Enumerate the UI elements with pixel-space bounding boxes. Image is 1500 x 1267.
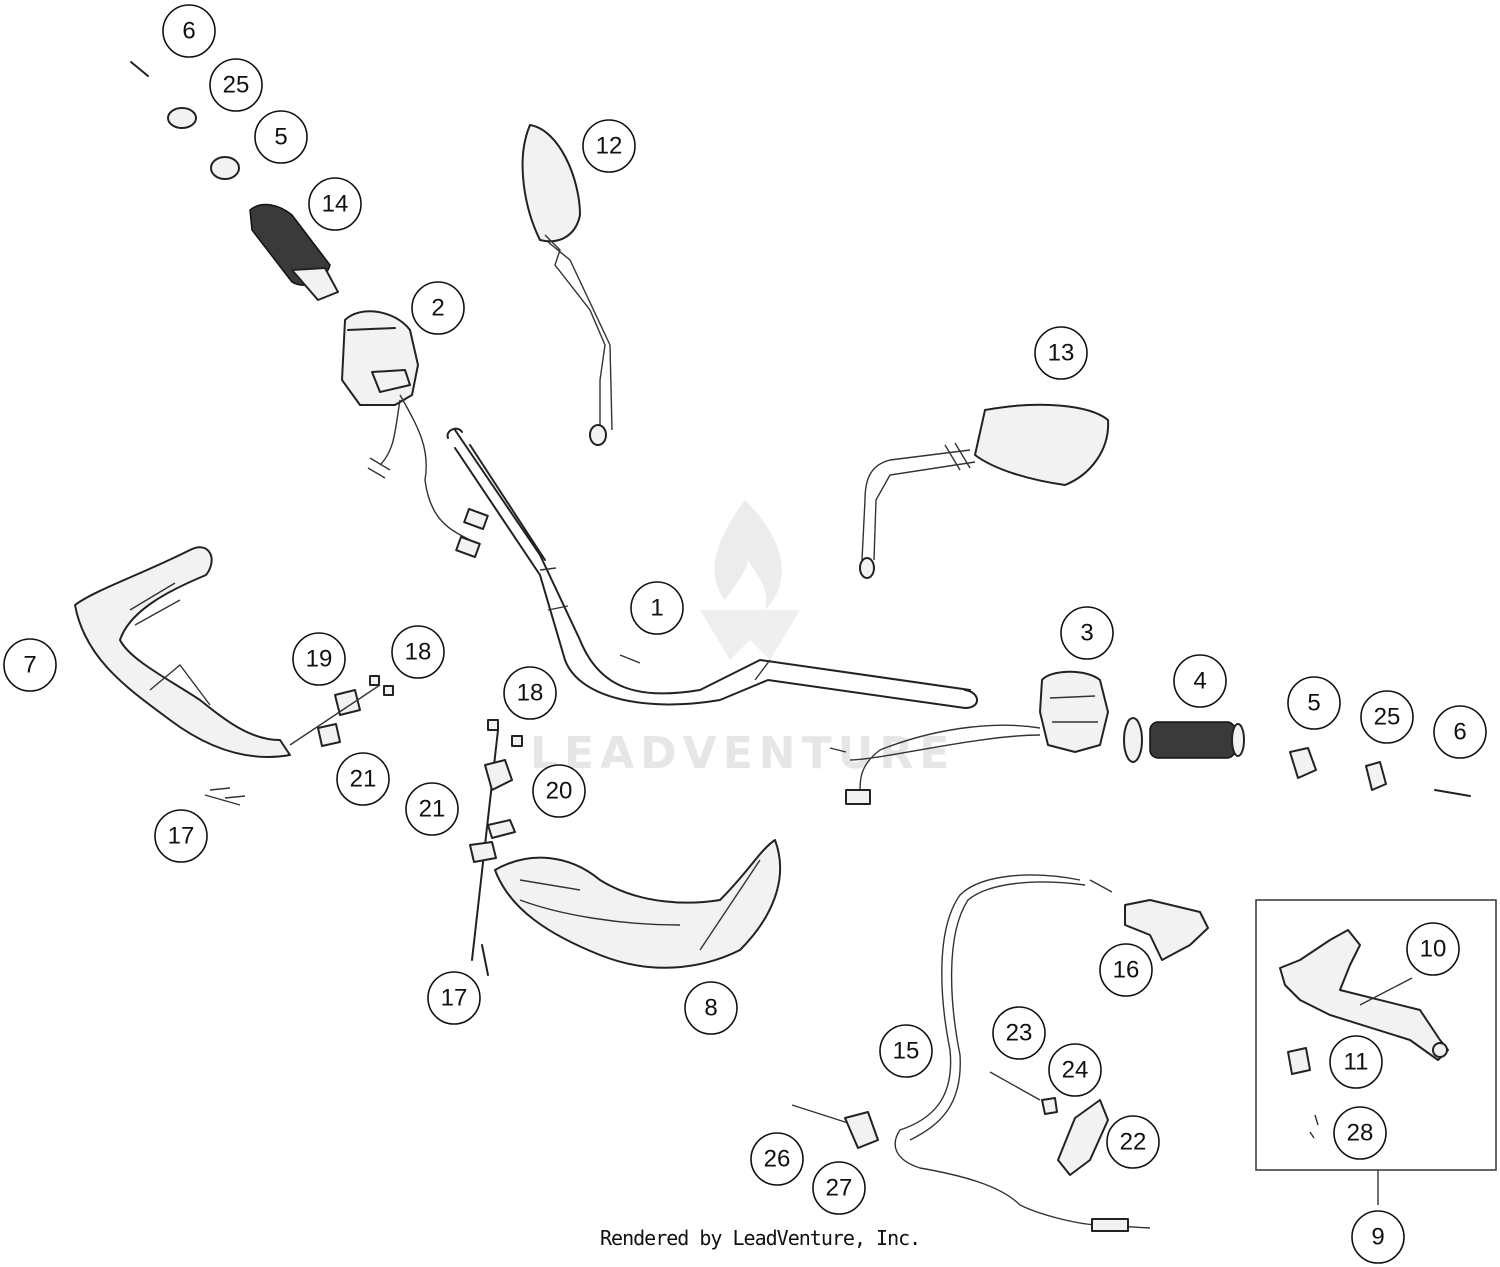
svg-text:17: 17 <box>441 985 468 1012</box>
callout-17-left: 17 <box>154 809 208 863</box>
svg-text:16: 16 <box>1113 957 1140 984</box>
svg-text:25: 25 <box>223 72 250 99</box>
callout-27: 27 <box>812 1161 866 1215</box>
callout-25-left: 25 <box>209 58 263 112</box>
svg-text:1: 1 <box>650 595 663 622</box>
part-16-cover <box>1124 899 1209 961</box>
svg-text:7: 7 <box>23 652 36 679</box>
part-7-left-handguard <box>74 546 291 806</box>
mounting-hardware <box>289 675 523 976</box>
callout-9: 9 <box>1351 1210 1405 1264</box>
part-2-left-switch <box>341 310 489 558</box>
callout-24: 24 <box>1048 1043 1102 1097</box>
callout-19: 19 <box>292 632 346 686</box>
left-bar-end-hardware <box>130 61 339 301</box>
part-3-right-switch <box>829 670 1109 805</box>
svg-text:19: 19 <box>306 646 333 673</box>
callout-6-left: 6 <box>162 4 216 58</box>
right-bar-end-hardware <box>1289 747 1471 797</box>
callout-3: 3 <box>1060 606 1114 660</box>
callout-22: 22 <box>1106 1115 1160 1169</box>
svg-text:13: 13 <box>1048 340 1075 367</box>
callout-26: 26 <box>750 1132 804 1186</box>
svg-text:5: 5 <box>1307 690 1320 717</box>
callout-6-right: 6 <box>1433 705 1487 759</box>
svg-text:21: 21 <box>419 796 446 823</box>
leader-lines <box>1359 977 1413 1006</box>
svg-text:2: 2 <box>431 295 444 322</box>
svg-text:6: 6 <box>182 18 195 45</box>
callout-8: 8 <box>684 981 738 1035</box>
watermark-text: LEADVENTURE <box>530 728 955 779</box>
svg-text:12: 12 <box>596 133 623 160</box>
callout-21-left: 21 <box>336 752 390 806</box>
callout-10: 10 <box>1406 922 1460 976</box>
callout-15: 15 <box>879 1024 933 1078</box>
svg-text:23: 23 <box>1006 1020 1033 1047</box>
callout-16: 16 <box>1099 943 1153 997</box>
svg-text:4: 4 <box>1193 668 1206 695</box>
svg-text:15: 15 <box>893 1038 920 1065</box>
svg-text:6: 6 <box>1453 719 1466 746</box>
part-12-left-mirror <box>521 124 613 446</box>
callout-20: 20 <box>532 764 586 818</box>
svg-text:24: 24 <box>1062 1057 1089 1084</box>
svg-text:3: 3 <box>1080 620 1093 647</box>
render-credit: Rendered by LeadVenture, Inc. <box>600 1226 921 1250</box>
callout-13: 13 <box>1034 326 1088 380</box>
part-15-cable <box>894 874 1151 1232</box>
callout-18-left: 18 <box>391 625 445 679</box>
callout-5-right: 5 <box>1287 676 1341 730</box>
callout-11: 11 <box>1329 1035 1383 1089</box>
svg-text:5: 5 <box>274 124 287 151</box>
callout-28: 28 <box>1333 1106 1387 1160</box>
callout-2: 2 <box>411 281 465 335</box>
svg-text:17: 17 <box>168 823 195 850</box>
svg-text:28: 28 <box>1347 1120 1374 1147</box>
leadventure-watermark: LEADVENTURE <box>530 500 955 779</box>
callout-4: 4 <box>1173 654 1227 708</box>
callout-18-right: 18 <box>503 666 557 720</box>
svg-text:22: 22 <box>1120 1129 1147 1156</box>
callout-25-right: 25 <box>1360 690 1414 744</box>
svg-text:10: 10 <box>1420 936 1447 963</box>
parts-22-24-bracket <box>989 1071 1109 1176</box>
callout-21-right: 21 <box>405 782 459 836</box>
parts-26-27-clamp <box>791 1104 879 1149</box>
part-13-right-mirror <box>859 403 1110 579</box>
part-9-lever-assembly-box <box>1255 899 1497 1205</box>
svg-text:26: 26 <box>764 1146 791 1173</box>
callout-14: 14 <box>308 177 362 231</box>
callout-1: 1 <box>630 581 684 635</box>
callout-23: 23 <box>992 1006 1046 1060</box>
svg-text:27: 27 <box>826 1175 853 1202</box>
svg-text:11: 11 <box>1344 1049 1369 1076</box>
svg-text:8: 8 <box>704 995 717 1022</box>
part-4-right-grip <box>1123 717 1245 763</box>
svg-text:18: 18 <box>517 680 544 707</box>
svg-text:9: 9 <box>1371 1224 1384 1251</box>
svg-text:20: 20 <box>546 778 573 805</box>
callout-12: 12 <box>582 119 636 173</box>
svg-text:18: 18 <box>405 639 432 666</box>
callout-5-left: 5 <box>254 110 308 164</box>
svg-text:14: 14 <box>322 191 349 218</box>
callout-17-right: 17 <box>427 971 481 1025</box>
svg-text:25: 25 <box>1374 704 1401 731</box>
part-8-right-handguard <box>494 839 782 969</box>
svg-text:21: 21 <box>350 766 377 793</box>
part-1-handlebar <box>446 427 978 709</box>
callout-7: 7 <box>3 638 57 692</box>
